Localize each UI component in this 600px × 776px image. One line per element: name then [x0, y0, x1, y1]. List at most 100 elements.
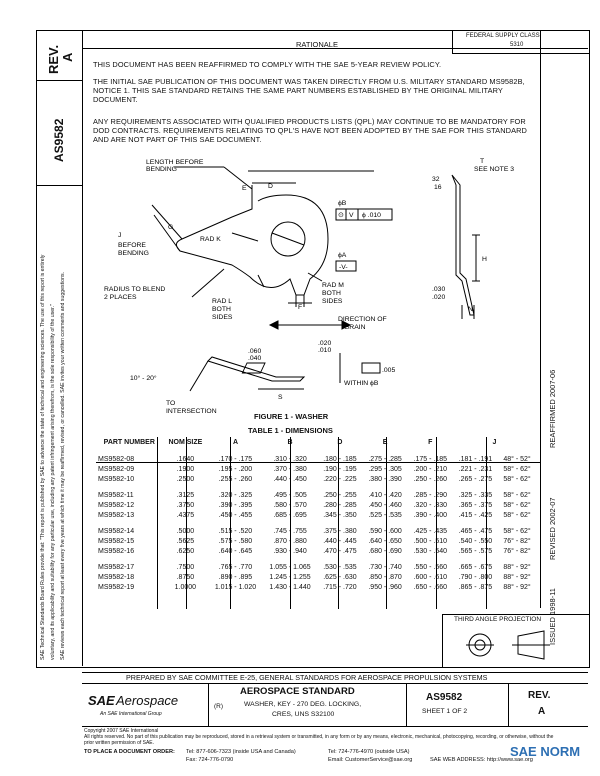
table-cell: .470 - .475 [323, 547, 357, 555]
h-label: H [482, 256, 487, 263]
federal-supply-box [452, 30, 590, 54]
table-cell: 48° - 52° [503, 455, 531, 463]
dim-010: .010 [318, 347, 331, 354]
footer-doc-number: AS9582 [426, 692, 463, 703]
col-divider-8 [486, 437, 487, 609]
footer-rule-3 [82, 726, 588, 727]
table-cell: .715 - .720 [323, 583, 357, 591]
rad-l-label-3: SIDES [212, 314, 233, 321]
table-cell: .250 - .255 [323, 491, 357, 499]
e-dim-label: E [242, 185, 247, 192]
third-angle-box [442, 614, 590, 668]
table-cell: .500 - .510 [413, 537, 447, 545]
table-row: MS9582-13.4375.450 - .455.685 - .695.345… [96, 510, 536, 520]
rad-m-label: RAD M [322, 282, 344, 289]
right-strip-divider [540, 30, 541, 608]
table-cell: .1640 [176, 455, 195, 463]
table-cell: .295 - .305 [368, 465, 402, 473]
table-cell: .465 - .475 [458, 527, 493, 535]
dim-040: .040 [248, 355, 261, 362]
description-line1: WASHER, KEY - 270 DEG. LOCKING, [244, 701, 362, 708]
table-cell: 88° - 92° [503, 583, 531, 591]
table-header-cell: PART NUMBER [103, 439, 155, 446]
header-rule [82, 48, 588, 49]
table-cell: MS9582-14 [98, 527, 135, 535]
place-order-label: TO PLACE A DOCUMENT ORDER: [84, 749, 175, 755]
s-label: S [278, 394, 283, 401]
table-cell: .410 - .420 [368, 491, 402, 499]
table-cell: .255 - .260 [218, 475, 253, 483]
table-cell: .220 - .225 [323, 475, 357, 483]
col-divider-3 [230, 437, 231, 609]
table-row: MS9582-10.2500.255 - .260.440 - .450.220… [96, 474, 536, 484]
footer-div-2 [406, 683, 407, 726]
standard-title: AEROSPACE STANDARD [240, 686, 355, 697]
r-mark: (R) [214, 703, 224, 710]
n-label: N [468, 306, 473, 313]
table-cell: .2500 [176, 475, 195, 483]
see-note-3: SEE NOTE 3 [474, 166, 514, 173]
table-cell: .550 - .560 [413, 563, 447, 571]
footer-rev-value: A [538, 706, 546, 717]
col-divider-6 [386, 437, 387, 609]
v-datum: V [349, 212, 354, 219]
table-cell: MS9582-11 [98, 491, 134, 499]
table-row: MS9582-14.5000.515 - .520.745 - .755.375… [96, 526, 536, 536]
dim-020: .020 [432, 294, 445, 301]
table-cell: .525 - .535 [368, 511, 402, 519]
table-cell: .450 - .460 [368, 501, 402, 509]
fax: Fax: 724-776-0790 [186, 757, 234, 763]
rights-reserved: All rights reserved. No part of this pub… [84, 734, 554, 746]
table-cell: .320 - .330 [413, 501, 447, 509]
table-cell: MS9582-08 [98, 455, 135, 463]
table-cell: .540 - .550 [458, 537, 493, 545]
table-cell: .790 - .800 [458, 573, 493, 581]
within-b: WITHIN ϕB [344, 380, 379, 387]
table-cell: .390 - .400 [413, 511, 447, 519]
table-cell: .345 - .350 [323, 511, 357, 519]
tel-usa: Tel: 877-606-7323 (inside USA and Canada… [186, 749, 296, 755]
direction-grain-label-2: GRAIN [344, 324, 366, 331]
table-cell: .195 - .200 [218, 465, 253, 473]
para-initial: THE INITIAL SAE PUBLICATION OF THIS DOCU… [93, 77, 525, 104]
col-divider-2 [186, 437, 187, 609]
table-cell: .890 - .895 [218, 573, 253, 581]
left-strip [36, 30, 83, 666]
table-cell: .415 - .425 [458, 511, 493, 519]
third-angle-label: THIRD ANGLE PROJECTION [454, 616, 542, 623]
rev-value: A [60, 52, 75, 62]
table-cell: .280 - .285 [323, 501, 357, 509]
table-header-cell: J [492, 439, 497, 446]
table-cell: .730 - .740 [368, 563, 402, 571]
table-cell: 58° - 62° [503, 527, 531, 535]
table-cell: .390 - .395 [218, 501, 253, 509]
reaffirmed-date: REAFFIRMED 2007-06 [548, 369, 557, 448]
d-dim-label: D [268, 183, 273, 190]
table-cell: .440 - .445 [323, 537, 357, 545]
table-cell: .190 - .195 [323, 465, 357, 473]
rev-box [36, 30, 82, 81]
dim-020b: .020 [318, 340, 331, 347]
table-cell: 1.0000 [174, 583, 197, 591]
intersection-label: INTERSECTION [166, 408, 217, 415]
col-divider-4 [290, 437, 291, 609]
table-cell: .680 - .690 [368, 547, 402, 555]
table-cell: .275 - .285 [368, 455, 402, 463]
rationale-label: RATIONALE [296, 40, 338, 49]
disclaimer-line2: voluntary, and its applicability and sui… [50, 304, 56, 660]
figure-caption: FIGURE 1 - WASHER [254, 412, 329, 421]
table-cell: .365 - .375 [458, 501, 493, 509]
table-cell: .850 - .870 [368, 573, 402, 581]
table-cell: .665 - .675 [458, 563, 493, 571]
table-cell: .625 - .630 [323, 573, 357, 581]
table-cell: 58° - 62° [503, 511, 531, 519]
dim-060: .060 [248, 348, 261, 355]
footer-rule-2 [82, 683, 588, 684]
col-divider-1 [157, 437, 158, 609]
table-cell: 1.015 - 1.020 [214, 583, 257, 591]
table-cell: .170 - .175 [218, 455, 253, 463]
